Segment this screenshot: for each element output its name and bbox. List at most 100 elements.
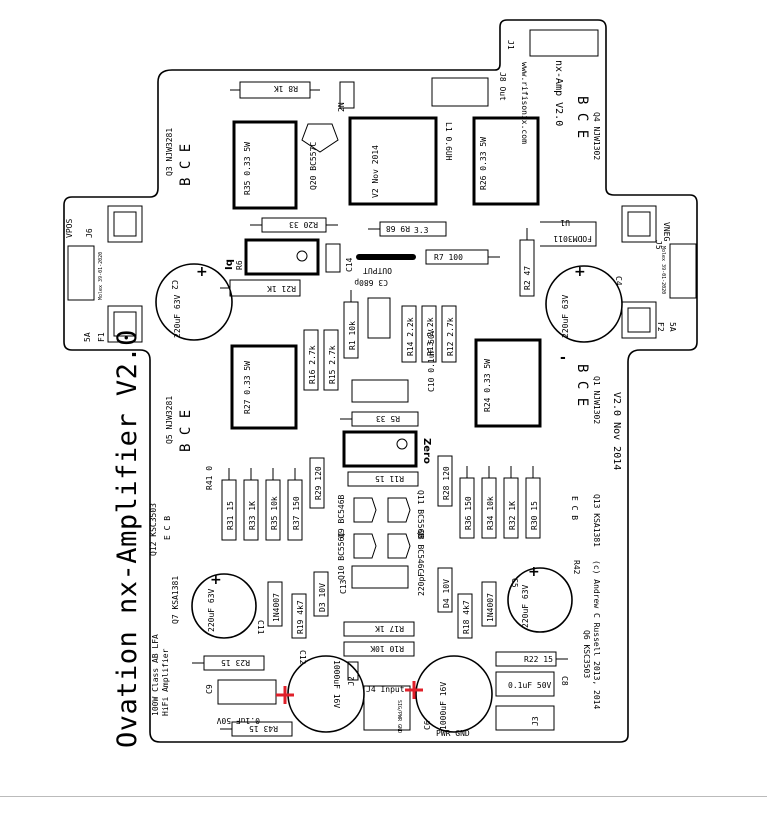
- label-c11-plus: +: [210, 572, 222, 588]
- capacitor-c10: [351, 379, 409, 403]
- label-r11: R11 15: [375, 474, 404, 483]
- label-r36: R36 150: [464, 496, 473, 530]
- resistor-r13: [421, 305, 437, 363]
- label-r31: R31 15: [226, 501, 235, 530]
- power-resistor-r35: [232, 120, 298, 210]
- copyright-text: (c) Andrew C Russell 2013, 2014: [592, 560, 601, 709]
- polarity-marker-c6: [405, 681, 423, 699]
- label-c5: 220uF 63V: [521, 584, 530, 628]
- label-q9: Q9 BC546B: [337, 494, 346, 538]
- label-q8: Q8 BC546C: [416, 530, 425, 574]
- trimmer-r6: [244, 238, 320, 276]
- label-f2: F2: [656, 322, 665, 332]
- label-c8: C8: [560, 676, 569, 686]
- label-q3: Q3 NJW3281: [165, 128, 174, 176]
- label-q10: Q10 BC556C: [337, 532, 346, 580]
- output-bar: [356, 254, 416, 260]
- capacitor-c8: [495, 671, 555, 697]
- label-c10: C10 0.1uF 50V: [427, 329, 436, 392]
- resistor-r19: [291, 593, 307, 639]
- label-r23: R23 15: [221, 658, 250, 667]
- board-title: Ovation nx-Amplifier V2.0: [112, 329, 143, 748]
- fuse-clip-top-left: [107, 205, 143, 243]
- label-r32: R32 1K: [508, 501, 517, 530]
- label-r35b: R35 10k: [270, 496, 279, 530]
- label-output: OUTPUT: [363, 266, 392, 275]
- label-r37: R37 150: [292, 496, 301, 530]
- label-c14: C14: [345, 257, 354, 272]
- capacitor-c9: [217, 679, 277, 705]
- label-q5: Q5 NJW3281: [165, 396, 174, 444]
- label-d1: 1N4007: [486, 593, 495, 622]
- resistor-r11: [347, 471, 419, 487]
- connector-j8: [431, 77, 489, 107]
- label-vneg: VNEG: [662, 222, 671, 241]
- label-c9: C9: [205, 684, 214, 694]
- label-r15: R15 2.7k: [328, 345, 337, 384]
- label-f1a: 5A: [83, 332, 92, 342]
- label-vpos: VPOS: [65, 219, 74, 238]
- power-resistor-r24: [474, 338, 542, 428]
- label-j2: J2: [347, 676, 356, 686]
- power-resistor-r27: [230, 344, 298, 430]
- label-c13v: 220pF: [417, 572, 426, 596]
- diode-d2: [267, 581, 283, 627]
- label-r9v: 3.3: [414, 226, 429, 235]
- fuse-clip-bottom-right-inner: [627, 307, 651, 333]
- label-c4: 220uF 63V: [561, 294, 570, 338]
- label-r8: R8 1K: [274, 84, 298, 93]
- label-r42: R42: [572, 560, 581, 575]
- label-r24: R24 0.33 5W: [483, 359, 492, 412]
- power-resistor-r26: [472, 116, 540, 206]
- design-note-1: 100W Class AB LFA: [151, 634, 160, 716]
- label-l1: L1 0.6UH: [444, 122, 453, 161]
- resistor-r18: [457, 593, 473, 639]
- label-c8v: 0.1uF 50V: [508, 681, 552, 690]
- bce-top-left: B C E: [178, 144, 194, 186]
- label-j1: J1: [506, 40, 515, 50]
- board-outline: [63, 19, 698, 743]
- capacitor-c13: [351, 565, 409, 589]
- connector-j1: [529, 29, 599, 57]
- label-r13: R13 2.2k: [426, 317, 435, 356]
- label-r10: R10 10K: [370, 644, 404, 653]
- site-text: www.rifisonix.com: [520, 62, 529, 144]
- label-r7: R7 100: [434, 253, 463, 262]
- ecb-right: E C B: [570, 496, 579, 520]
- resistor-r15: [323, 329, 339, 391]
- design-note-2: HiFi Amplifier: [161, 648, 170, 716]
- label-j4: J4 Input: [366, 685, 405, 694]
- transistor-q20: [301, 123, 339, 153]
- minus-right: -: [560, 350, 566, 366]
- label-molex-right: Molex 39-01-2020: [660, 246, 666, 294]
- capacitor-c11: [191, 573, 257, 639]
- resistor-r17: [343, 621, 415, 637]
- label-r33: R33 1K: [248, 501, 257, 530]
- label-r28: R28 120: [442, 466, 451, 500]
- transistor-q10: [353, 533, 377, 559]
- label-c3: C3 680p: [354, 278, 388, 287]
- label-c13: C13: [339, 579, 348, 594]
- label-r34: R34 10k: [486, 496, 495, 530]
- transistor-q8: [387, 533, 411, 559]
- label-r43: R43 15: [249, 724, 278, 733]
- fuse-clip-top-right-inner: [627, 211, 651, 237]
- component-v2: [348, 116, 438, 206]
- label-u1: U1: [560, 218, 570, 227]
- label-v2nov: V2 Nov 2014: [371, 145, 380, 198]
- label-r16: R16 2.7k: [308, 345, 317, 384]
- label-r2: R2 47: [523, 266, 532, 290]
- label-c11n: C11: [256, 620, 265, 635]
- label-u1p: FODM3011: [553, 234, 592, 243]
- label-r6: R6: [235, 260, 244, 270]
- label-r30: R30 15: [530, 501, 539, 530]
- label-r12: R12 2.7k: [446, 317, 455, 356]
- optocoupler-u1: [540, 221, 597, 247]
- fuse-clip-bottom-left-inner: [113, 311, 137, 337]
- label-r27: R27 0.33 5W: [243, 361, 252, 414]
- label-r22: R22 15: [524, 655, 553, 664]
- bce-mid-right: B C E: [574, 364, 590, 406]
- label-q1: Q1 NJW1302: [592, 376, 601, 424]
- capacitor-c6: [415, 655, 493, 733]
- zener-d3: [313, 571, 329, 617]
